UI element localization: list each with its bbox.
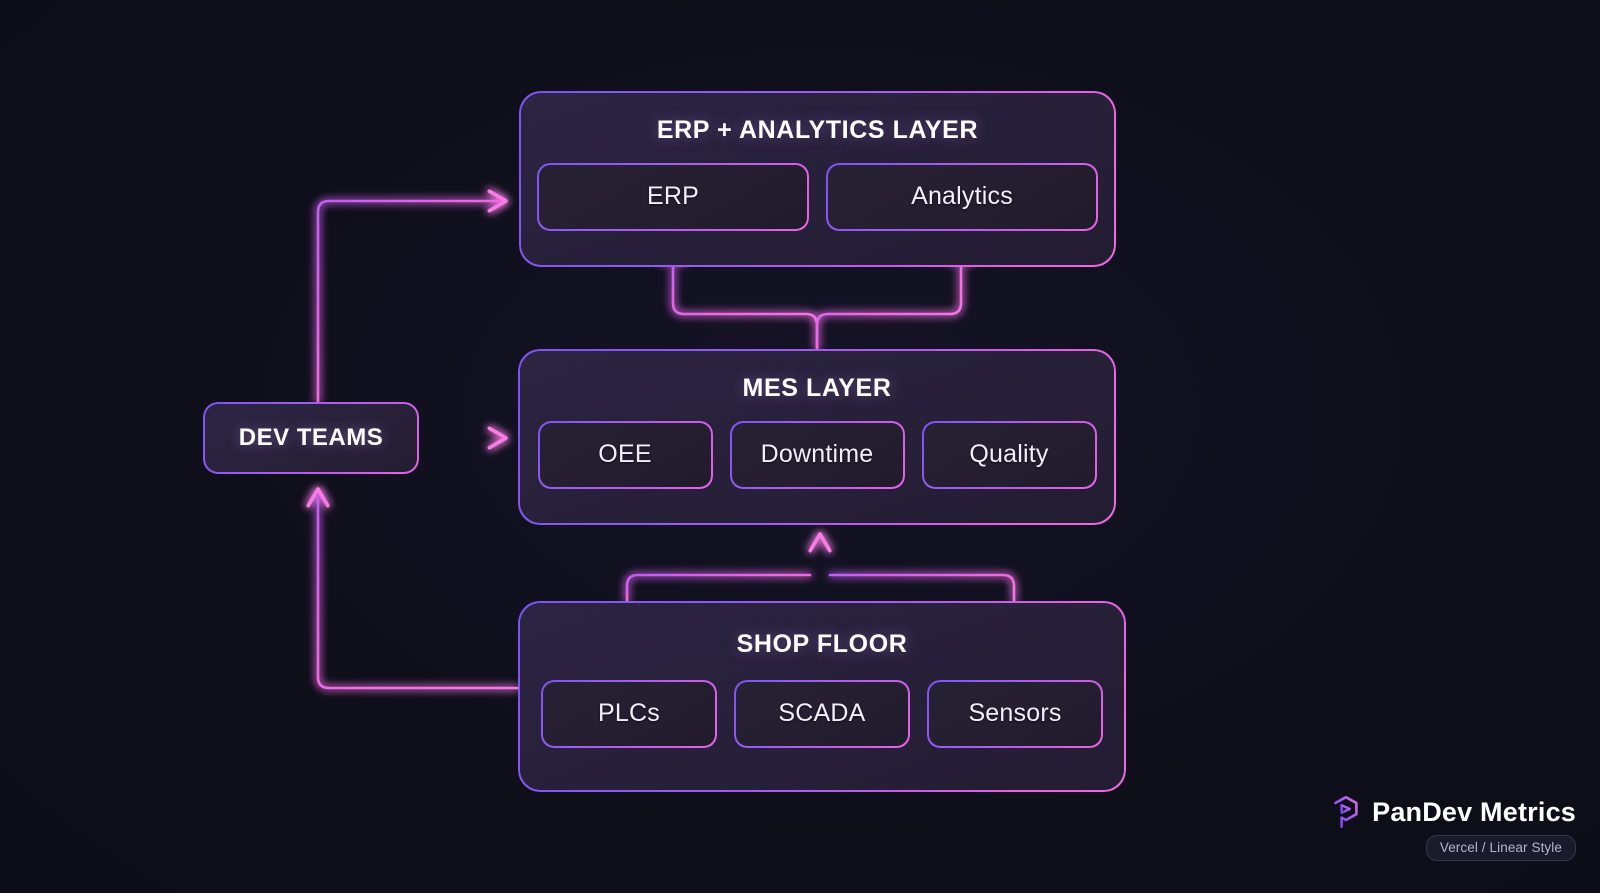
dev-teams-node[interactable]: DEV TEAMS <box>203 402 419 474</box>
mes-layer[interactable]: MES LAYER OEE Downtime Quality <box>518 349 1116 525</box>
edge-mes-to-analytics-trunk <box>815 244 973 351</box>
mes-layer-title: MES LAYER <box>742 373 892 402</box>
pandev-logo-icon <box>1331 795 1361 828</box>
chip-quality[interactable]: Quality <box>921 420 1097 489</box>
brand-block: PanDev Metrics Vercel / Linear Style <box>1331 795 1576 861</box>
chip-oee-label: OEE <box>598 440 652 469</box>
chip-oee[interactable]: OEE <box>537 420 713 489</box>
chip-analytics-label: Analytics <box>911 182 1013 211</box>
chip-downtime[interactable]: Downtime <box>729 420 905 489</box>
edge-plcs-riser <box>625 573 812 603</box>
chip-scada-label: SCADA <box>778 699 866 728</box>
chip-plcs-label: PLCs <box>598 699 660 728</box>
dev-teams-label: DEV TEAMS <box>238 424 384 451</box>
edge-shop-floor-to-dev-teams <box>306 487 520 690</box>
brand-row: PanDev Metrics <box>1331 795 1576 828</box>
brand-style-badge: Vercel / Linear Style <box>1425 835 1576 861</box>
chip-downtime-label: Downtime <box>760 440 874 469</box>
edge-dev-teams-to-erp <box>316 189 508 404</box>
erp-layer-title: ERP + ANALYTICS LAYER <box>656 115 979 144</box>
edge-sensors-riser <box>828 573 1016 603</box>
brand-name: PanDev Metrics <box>1372 796 1576 827</box>
chip-scada[interactable]: SCADA <box>734 679 910 748</box>
chip-analytics[interactable]: Analytics <box>826 162 1098 231</box>
erp-layer-chips: ERP Analytics <box>521 162 1115 231</box>
shop-floor-layer[interactable]: SHOP FLOOR PLCs SCADA Sensors <box>518 601 1126 792</box>
shop-floor-chips: PLCs SCADA Sensors <box>520 679 1125 748</box>
chip-sensors[interactable]: Sensors <box>927 679 1103 748</box>
chip-erp-label: ERP <box>646 182 699 211</box>
chip-sensors-label: Sensors <box>968 699 1062 728</box>
chip-erp[interactable]: ERP <box>537 162 809 231</box>
shop-floor-title: SHOP FLOOR <box>736 629 908 658</box>
chip-quality-label: Quality <box>969 440 1049 469</box>
chip-plcs[interactable]: PLCs <box>541 679 717 748</box>
mes-layer-chips: OEE Downtime Quality <box>520 420 1115 489</box>
erp-analytics-layer[interactable]: ERP + ANALYTICS LAYER ERP Analytics <box>519 91 1116 267</box>
